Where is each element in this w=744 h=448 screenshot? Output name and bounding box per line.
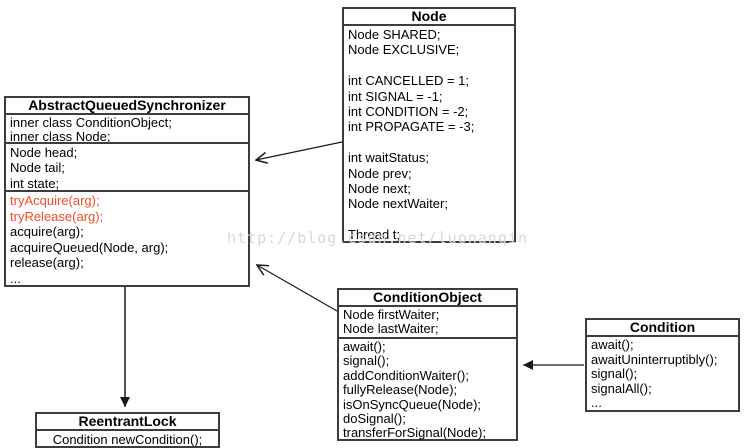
method-line: isOnSyncQueue(Node); [343, 396, 482, 412]
method-line: ... [10, 270, 21, 286]
class-title-conditionobject: ConditionObject [339, 290, 516, 307]
method-line: ... [591, 395, 602, 410]
field-line: inner class ConditionObject; [10, 115, 172, 130]
class-title-condition: Condition [587, 320, 738, 337]
field-line: int CONDITION = -2; [348, 103, 469, 119]
arrow-conditionobject-to-aqs [257, 265, 338, 312]
field-line: Thread t; [348, 227, 401, 243]
class-section-reentrantlock-methods: Condition newCondition(); [37, 431, 218, 446]
method-line: signal(); [591, 366, 638, 382]
class-title-node: Node [344, 9, 514, 26]
method-line: awaitUninterruptibly(); [591, 351, 718, 367]
class-box-abstractqueuedsynchronizer: AbstractQueuedSynchronizer inner class C… [4, 96, 250, 287]
class-section-condition-methods: await(); awaitUninterruptibly(); signal(… [587, 337, 738, 410]
method-line: signal(); [343, 353, 390, 369]
method-line: doSignal(); [343, 410, 406, 426]
class-title-reentrantlock: ReentrantLock [37, 414, 218, 431]
class-section-aqs-fields: Node head; Node tail; int state; [6, 142, 248, 190]
method-line: Condition newCondition(); [52, 432, 203, 446]
field-line: Node prev; [348, 165, 412, 181]
class-title-aqs: AbstractQueuedSynchronizer [6, 98, 248, 115]
field-line [348, 58, 514, 73]
field-line: int waitStatus; [348, 150, 429, 166]
field-line: int CANCELLED = 1; [348, 73, 470, 89]
field-line: Node head; [10, 145, 78, 160]
method-line: release(arg); [10, 255, 84, 270]
class-box-condition: Condition await(); awaitUninterruptibly(… [585, 318, 740, 412]
class-box-node: Node Node SHARED; Node EXCLUSIVE; int CA… [342, 7, 516, 243]
class-box-reentrantlock: ReentrantLock Condition newCondition(); [35, 412, 220, 448]
field-line: int state; [10, 175, 60, 190]
field-line: int PROPAGATE = -3; [348, 119, 475, 135]
field-line: Node nextWaiter; [348, 196, 448, 212]
field-line [348, 135, 514, 150]
method-line: signalAll(); [591, 380, 652, 396]
field-line: Node tail; [10, 160, 65, 176]
method-line: addConditionWaiter(); [343, 367, 469, 383]
class-section-aqs-inner-classes: inner class ConditionObject; inner class… [6, 115, 248, 142]
field-line [348, 212, 514, 227]
method-line: acquireQueued(Node, arg); [10, 239, 169, 255]
method-line: await(); [343, 339, 386, 354]
method-line: await(); [591, 337, 634, 352]
method-line-highlighted: tryAcquire(arg); [10, 193, 100, 208]
arrow-node-to-aqs [256, 141, 343, 160]
class-box-conditionobject: ConditionObject Node firstWaiter; Node l… [337, 288, 518, 441]
method-line: fullyRelease(Node); [343, 382, 458, 398]
class-body-node: Node SHARED; Node EXCLUSIVE; int CANCELL… [344, 26, 514, 242]
field-line: Node lastWaiter; [343, 321, 439, 336]
field-line: int SIGNAL = -1; [348, 88, 443, 104]
field-line: Node SHARED; [348, 27, 441, 42]
method-line: acquire(arg); [10, 224, 84, 239]
field-line: inner class Node; [10, 128, 111, 142]
method-line: transferForSignal(Node); [343, 425, 487, 441]
field-line: Node EXCLUSIVE; [348, 42, 460, 58]
field-line: Node firstWaiter; [343, 307, 440, 322]
field-line: Node next; [348, 180, 411, 196]
method-line-highlighted: tryRelease(arg); [10, 208, 104, 224]
class-section-conditionobject-methods: await(); signal(); addConditionWaiter();… [339, 337, 516, 441]
class-section-aqs-methods: tryAcquire(arg); tryRelease(arg); acquir… [6, 190, 248, 285]
class-section-conditionobject-fields: Node firstWaiter; Node lastWaiter; [339, 307, 516, 337]
